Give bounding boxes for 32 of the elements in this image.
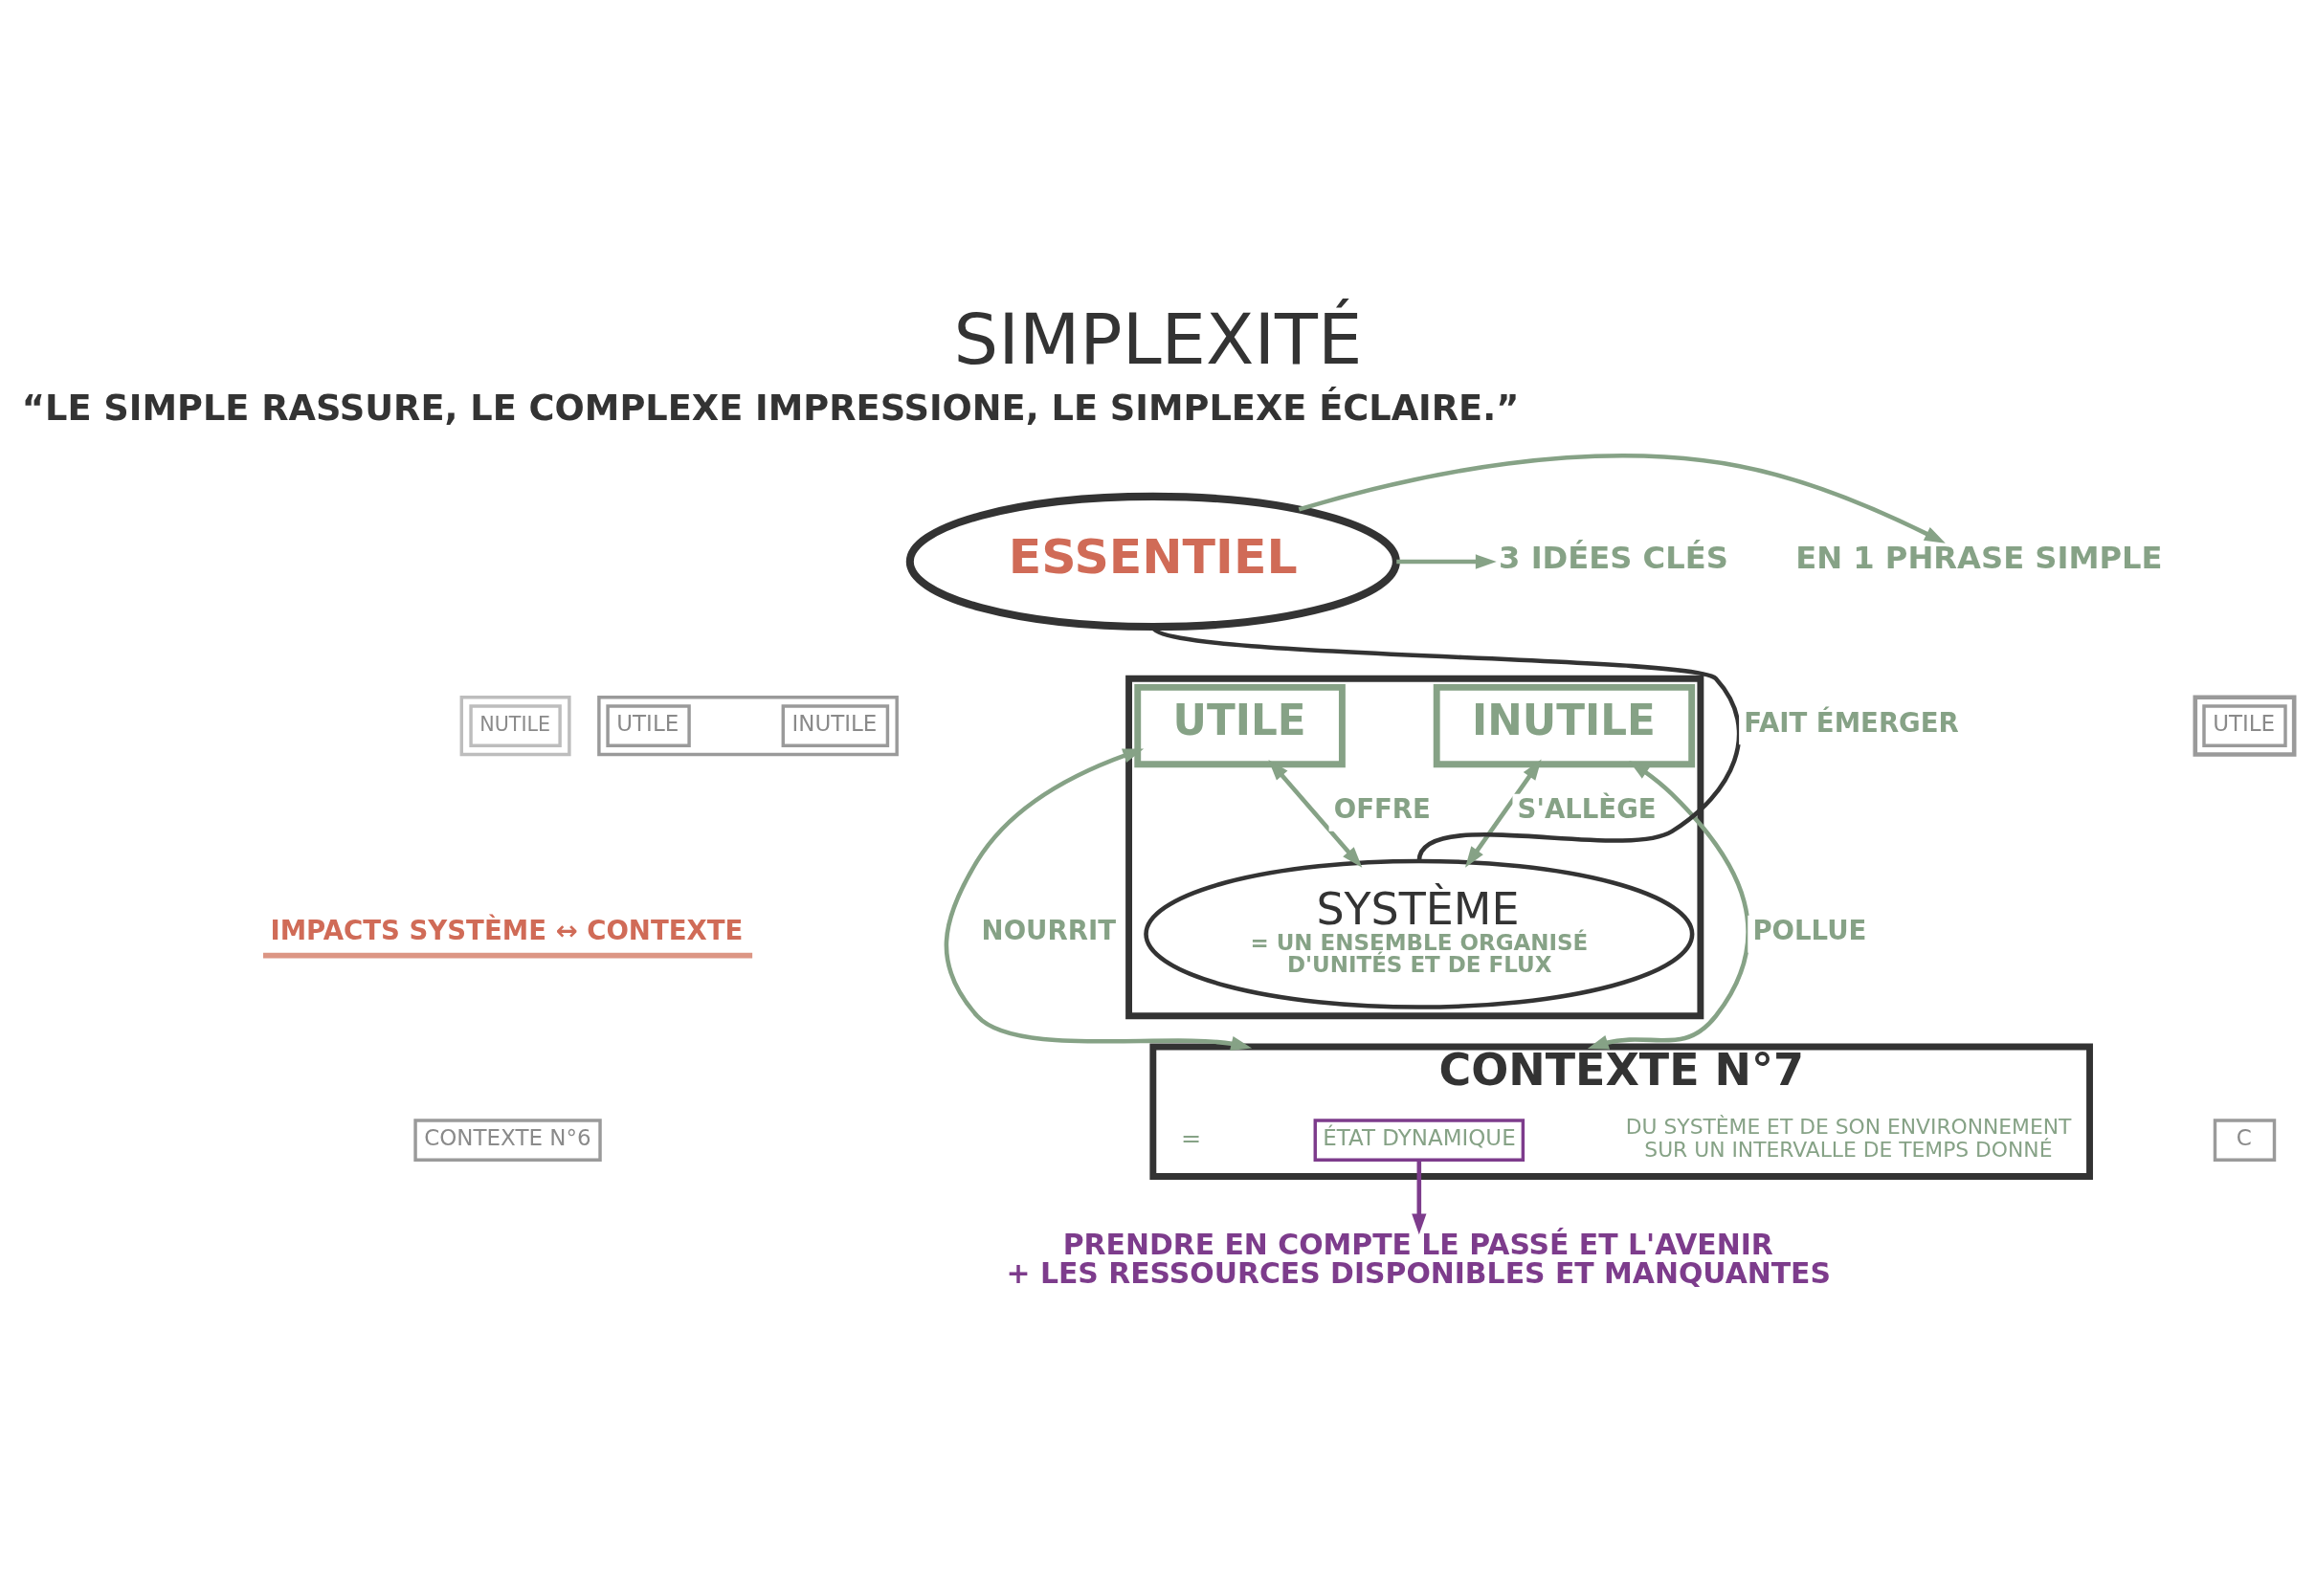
edge-label: FAIT ÉMERGER	[1744, 706, 1959, 738]
cluster	[597, 695, 899, 756]
node-text: 3 IDÉES CLÉS	[1499, 539, 1728, 576]
node-text: EN 1 PHRASE SIMPLE	[1795, 539, 2163, 576]
node-box: INUTILE	[781, 703, 890, 747]
node-box: CONTEXTE N°6	[413, 1118, 602, 1162]
arrow	[1587, 760, 1750, 1050]
arrow	[1396, 553, 1497, 569]
node-ellipse: SYSTÈME = UN ENSEMBLE ORGANISÉ D'UNITÉS ET DE FLUX	[1144, 858, 1695, 1009]
node-box: ÉTAT DYNAMIQUE	[1313, 1118, 1525, 1162]
cluster	[1125, 675, 1704, 1019]
cluster	[459, 695, 571, 756]
node-box: UTILE	[1134, 683, 1346, 767]
node-box: INUTILE	[1433, 683, 1696, 767]
label: IMPACTS SYSTÈME ↔ CONTEXTE	[270, 914, 744, 945]
node-box: UTILE	[606, 703, 691, 747]
arrow	[1465, 759, 1542, 868]
edge-label: POLLUE	[1752, 914, 1867, 945]
edge-label: S'ALLÈGE	[1517, 792, 1657, 824]
node-text: PRENDRE EN COMPTE LE PASSÉ ET L'AVENIR + LES RESSOURCES DISPONIBLES ET MANQUANTES	[1006, 1227, 1832, 1290]
edge-label: OFFRE	[1333, 792, 1431, 824]
edge-label: NOURRIT	[981, 914, 1116, 945]
arrow	[1268, 759, 1363, 868]
label: “LE SIMPLE RASSURE, LE COMPLEXE IMPRESSIONE, LE SIMPLEXE ÉCLAIRE.”	[21, 387, 1520, 429]
arrow	[1298, 453, 1946, 543]
cluster	[2193, 694, 2297, 757]
node-box: NUTILE	[469, 703, 562, 747]
arrow	[944, 748, 1253, 1051]
node-ellipse: ESSENTIEL	[905, 492, 1400, 631]
node-box: UTILE	[2202, 703, 2287, 747]
arrow	[1412, 1160, 1427, 1234]
node-box: C	[2213, 1118, 2277, 1162]
